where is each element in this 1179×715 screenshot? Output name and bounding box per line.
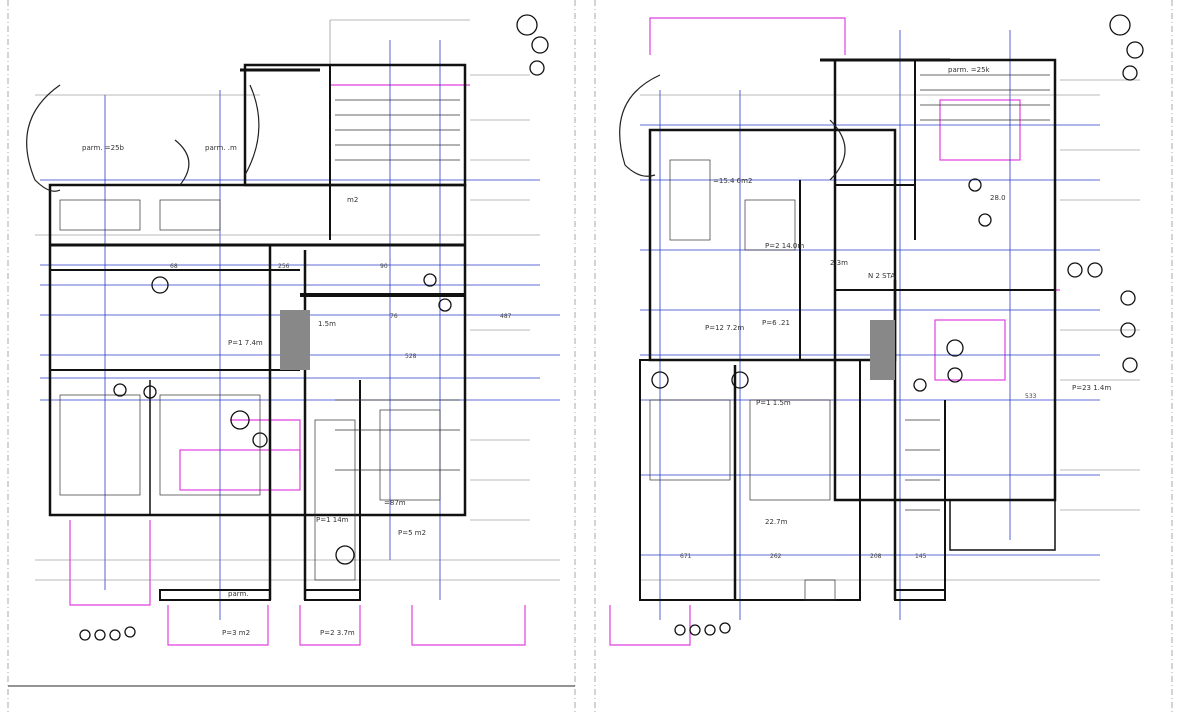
right-label-parking-top: parm. =25k [948,66,991,74]
left-walls [48,63,467,601]
left-dimension-lines [40,40,560,620]
left-label-parking-top-left: parm. =25b [82,144,125,152]
right-label-room-g: 2.3m [830,259,848,267]
left-dim-5: 487 [500,313,512,320]
left-dimension-values: 90 68 76 256 528 487 [170,263,512,360]
left-dim-1: 68 [170,263,178,270]
right-room-labels: parm. =25k =15.4 6m2 P=2 14.0m P=12 7.2m… [705,66,1111,526]
right-dimension-lines [640,30,1100,620]
right-label-room-e: P=23 1.4m [1072,384,1111,392]
left-label-parking-top-mid: parm. .m [205,144,237,152]
right-label-stair: N 2 STA [868,272,895,280]
left-construction-lines [35,19,560,581]
right-walls [639,58,1057,601]
left-label-room-hall: 1.5m [318,320,336,328]
left-parking-arcs [26,84,260,192]
right-dim-3: 145 [915,553,927,560]
right-label-room-f: 22.7m [765,518,788,526]
left-label-room-mid: P=1 7.4m [228,339,263,347]
right-label-room-a: P=2 14.0m [765,242,804,250]
right-label-room-left: =15.4 6m2 [713,177,752,185]
right-label-room-c: P=6 .21 [762,319,790,327]
right-dim-2: 208 [870,553,882,560]
left-dim-3: 256 [278,263,290,270]
left-label-room-bath: P=1 14m [316,516,349,524]
right-fixture-circles [651,14,1144,636]
right-construction-lines [640,79,1140,581]
right-stair-detail [649,74,1050,601]
left-dim-2: 76 [390,313,398,320]
sheet-borders [7,0,1173,715]
right-dimension-values: 671 262 208 145 533 [680,393,1037,560]
right-plan: parm. =25k =15.4 6m2 P=2 14.0m P=12 7.2m… [609,14,1144,646]
right-dim-4: 533 [1025,393,1037,400]
right-label-room-b: P=12 7.2m [705,324,744,332]
right-parking-arcs [619,74,846,181]
left-dim-4: 528 [405,353,417,360]
left-label-parking-bottom: parm. [228,590,249,598]
left-label-room-bottom-a: P=3 m2 [222,629,250,637]
left-boundary-lines [69,84,526,646]
left-stair-detail [59,99,460,581]
left-label-room-small: m2 [347,196,358,204]
right-dim-1: 262 [770,553,782,560]
left-label-room-bottom-b: P=2 3.7m [320,629,355,637]
right-label-room-h: 28.0 [990,194,1006,202]
right-dim-0: 671 [680,553,692,560]
left-label-room-right-area: =87m [384,499,406,507]
left-dim-0: 90 [380,263,388,270]
left-fixture-circles [79,14,549,641]
left-label-room-bottom-c: P=5 m2 [398,529,426,537]
left-room-labels: parm. =25b parm. .m P=1 7.4m 1.5m P=3 m2… [82,144,426,637]
left-plan: parm. =25b parm. .m P=1 7.4m 1.5m P=3 m2… [26,14,560,646]
right-label-room-d: P=1 1.5m [756,399,791,407]
